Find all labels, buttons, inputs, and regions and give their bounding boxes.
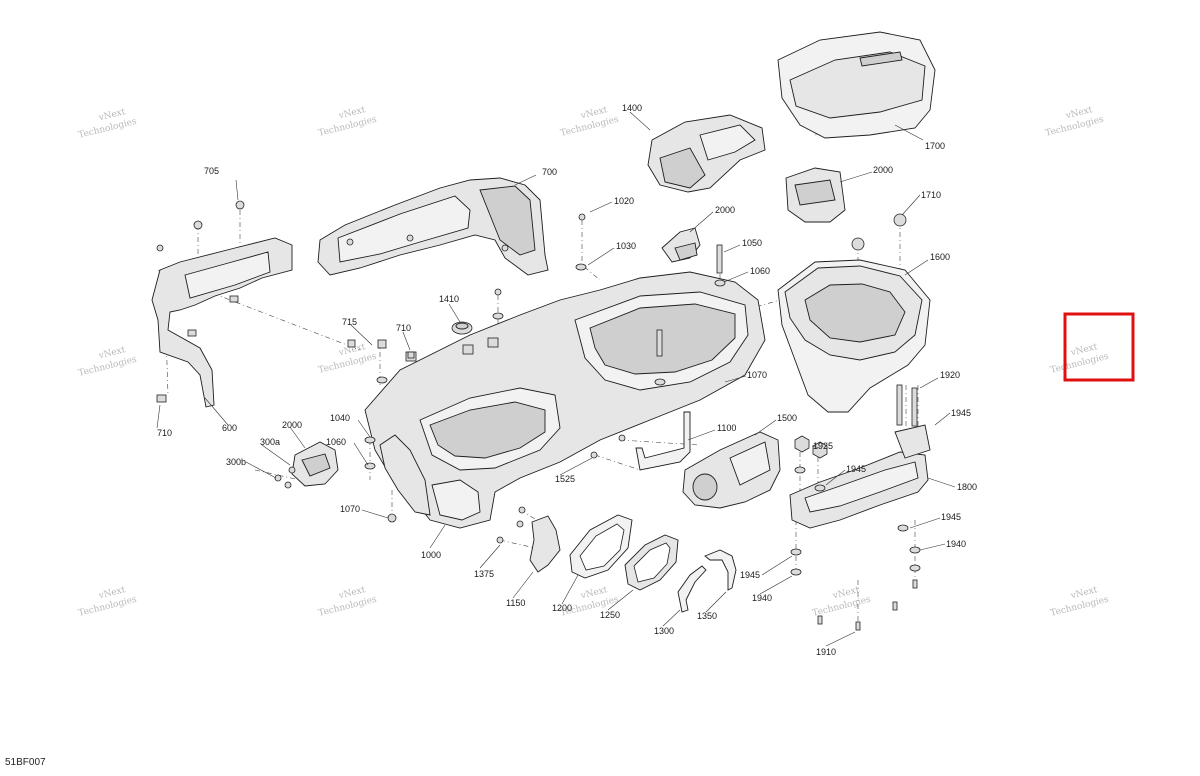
- part-1800-bumper: [789, 424, 931, 529]
- part-1200-ring: [569, 514, 633, 579]
- part-2000-latch-top: [785, 167, 846, 223]
- part-label: 1710: [921, 190, 941, 200]
- part-label: 1945: [846, 464, 866, 474]
- watermark: vNext Technologies: [317, 585, 378, 619]
- part-label: 1925: [813, 441, 833, 451]
- part-label: 2000: [282, 420, 302, 430]
- watermark: vNext Technologies: [77, 345, 138, 379]
- part-label: 1200: [552, 603, 572, 613]
- part-label: 710: [396, 323, 411, 333]
- part-label: 2000: [715, 205, 735, 215]
- watermark: vNext Technologies: [77, 585, 138, 619]
- part-label: 1910: [816, 647, 836, 657]
- part-label: 1150: [506, 598, 525, 608]
- part-label: 1300: [654, 626, 674, 636]
- part-label: 1920: [940, 370, 960, 380]
- part-label: 1030: [616, 241, 636, 251]
- part-label: 300b: [226, 457, 246, 467]
- part-label: 710: [157, 428, 172, 438]
- part-1250-ring: [624, 534, 679, 591]
- part-1600-bin: [777, 213, 931, 413]
- part-label: 1060: [750, 266, 770, 276]
- watermark: vNext Technologies: [811, 585, 872, 619]
- part-700-frame-bar: [317, 177, 549, 276]
- watermark: vNext Technologies: [77, 107, 138, 141]
- part-label: 1375: [474, 569, 494, 579]
- part-label: 1250: [600, 610, 620, 620]
- part-label: 1050: [742, 238, 762, 248]
- watermark: vNext Technologies: [317, 105, 378, 139]
- part-1150-bracket: [529, 515, 561, 573]
- watermark: vNext Technologies: [317, 342, 378, 376]
- part-600-bracket: [151, 200, 293, 408]
- part-1410-grommet: [451, 321, 473, 335]
- part-label: 1020: [614, 196, 634, 206]
- watermark: vNext Technologies: [1049, 585, 1110, 619]
- part-label: 1350: [697, 611, 717, 621]
- part-label: 1070: [747, 370, 767, 380]
- drawing-code: 51BF007: [5, 757, 46, 768]
- part-1300-trim: [677, 565, 707, 613]
- part-label: 1400: [622, 103, 642, 113]
- part-label: 700: [542, 167, 557, 177]
- part-2000-latch-mid: [661, 227, 701, 263]
- part-1400-cover: [647, 114, 766, 193]
- part-label: 1525: [555, 474, 575, 484]
- part-1500-speaker-panel: [682, 431, 781, 509]
- part-label: 705: [204, 166, 219, 176]
- part-label: 1060: [326, 437, 346, 447]
- highlight-box: [1063, 312, 1135, 382]
- part-label: 1940: [752, 593, 772, 603]
- part-label: 1000: [421, 550, 441, 560]
- part-labels: 705 700 1400 1700 2000 1020 2000 1030 10…: [157, 103, 977, 657]
- part-label: 1945: [941, 512, 961, 522]
- watermark: vNext Technologies: [559, 105, 620, 139]
- part-label: 1945: [740, 570, 760, 580]
- part-2000-latch-left: [291, 441, 339, 487]
- hardware-layer: [274, 213, 921, 631]
- part-label: 1410: [439, 294, 459, 304]
- part-label: 1040: [330, 413, 350, 423]
- part-label: 600: [222, 423, 237, 433]
- part-label: 1500: [777, 413, 797, 423]
- part-1100-bracket: [635, 411, 691, 471]
- watermark: vNext Technologies: [1044, 105, 1105, 139]
- part-1350-trim: [704, 549, 737, 591]
- part-label: 1100: [717, 423, 736, 433]
- part-label: 1945: [951, 408, 971, 418]
- part-label: 300a: [260, 437, 280, 447]
- part-label: 1800: [957, 482, 977, 492]
- part-label: 1070: [340, 504, 360, 514]
- leader-lines: [156, 111, 956, 647]
- part-label: 715: [342, 317, 357, 327]
- part-label: 2000: [873, 165, 893, 175]
- watermark: vNext Technologies: [1049, 342, 1110, 376]
- part-label: 1600: [930, 252, 950, 262]
- part-1700-lid: [777, 31, 936, 139]
- part-label: 1940: [946, 539, 966, 549]
- part-label: 1700: [925, 141, 945, 151]
